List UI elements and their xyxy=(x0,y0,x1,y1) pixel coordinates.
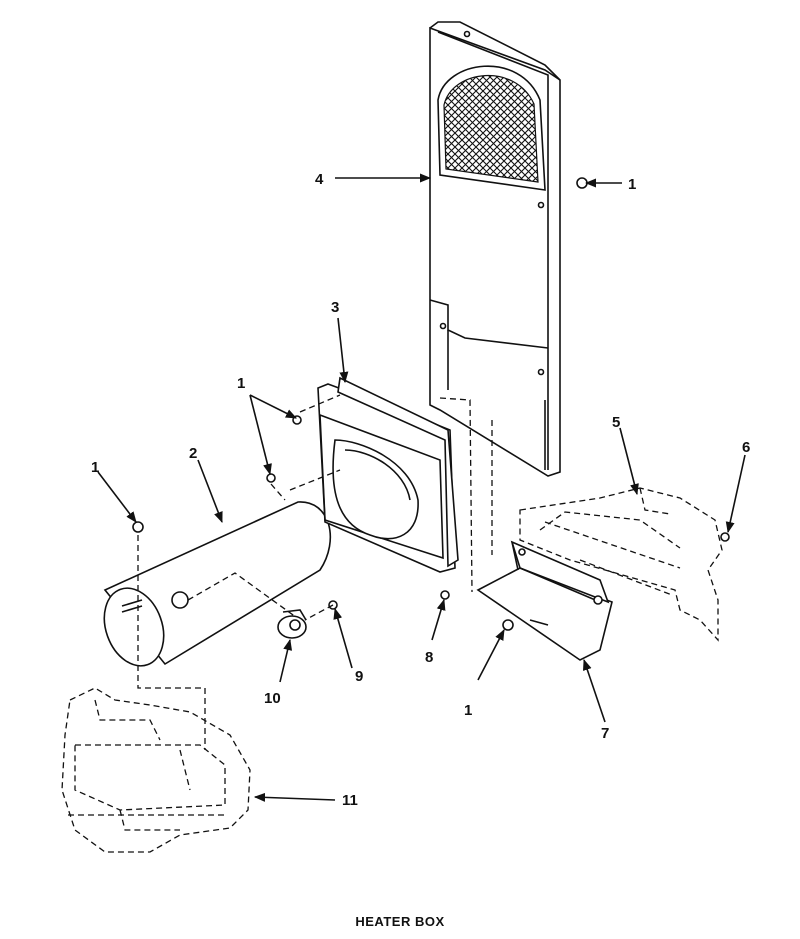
back-panel-part-4 xyxy=(429,21,561,593)
bracket-part-7 xyxy=(476,540,613,661)
heater-tube-part-2 xyxy=(103,501,332,667)
callout-1-frame: 1 xyxy=(237,375,245,392)
callout-4: 4 xyxy=(315,171,324,188)
callout-11: 11 xyxy=(342,792,358,809)
callout-10: 10 xyxy=(264,690,281,707)
callout-7: 7 xyxy=(601,725,609,742)
screw-part-8 xyxy=(440,590,450,600)
screw-part-6 xyxy=(720,532,730,542)
callout-9: 9 xyxy=(355,668,363,685)
motor-assembly-part-11 xyxy=(61,687,251,853)
screw-part-1-tube xyxy=(266,473,276,483)
screw-part-9 xyxy=(304,600,338,621)
screw-part-1-top xyxy=(576,177,588,189)
callout-8: 8 xyxy=(425,649,433,666)
thermostat-part-10 xyxy=(277,609,307,639)
callout-3: 3 xyxy=(331,299,339,316)
screw-part-1-left xyxy=(132,521,144,533)
diagram-caption: HEATER BOX xyxy=(355,914,445,929)
cabinet-section-part-5 xyxy=(519,487,723,642)
callout-1-top: 1 xyxy=(628,176,636,193)
callout-5: 5 xyxy=(612,414,620,431)
callout-2: 2 xyxy=(189,445,197,462)
callout-6: 6 xyxy=(742,439,750,456)
leader-lines xyxy=(97,173,746,802)
callout-1-left: 1 xyxy=(91,459,99,476)
callout-1-bracket: 1 xyxy=(464,702,472,719)
duct-frame-part-3 xyxy=(289,376,459,573)
screw-part-1-bracket xyxy=(502,619,514,631)
